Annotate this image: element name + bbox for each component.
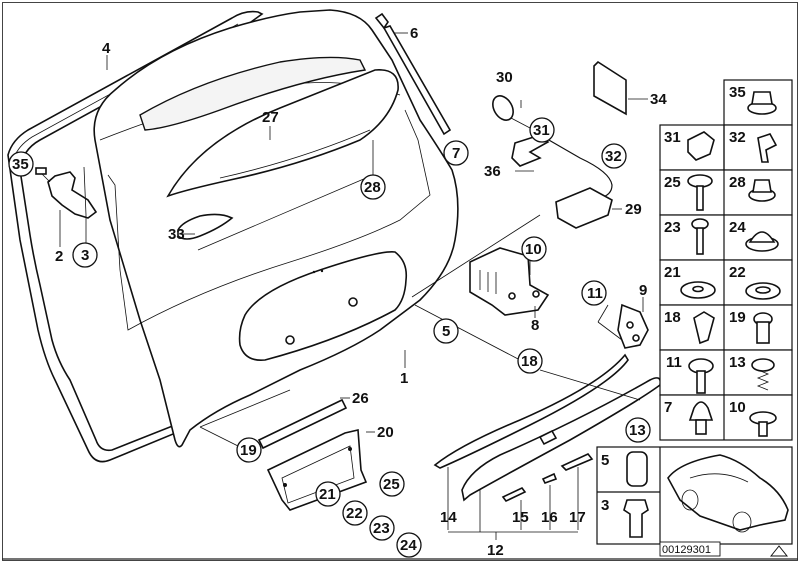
callout-21: 21 (319, 486, 336, 503)
callout-19: 19 (240, 442, 257, 459)
cap-icon (745, 231, 779, 252)
callout-18: 18 (521, 353, 538, 370)
callout-9: 9 (639, 282, 647, 299)
grid-label-5: 5 (601, 452, 609, 469)
grid-label-10: 10 (729, 399, 746, 416)
grid-label-31: 31 (664, 129, 681, 146)
callout-8: 8 (531, 317, 539, 334)
screw-icon (749, 411, 777, 437)
callout-15: 15 (512, 509, 529, 526)
grid-label-25: 25 (664, 174, 681, 191)
fastener-grid (659, 79, 793, 441)
grid-label-24: 24 (729, 219, 746, 236)
grid-label-11: 11 (666, 354, 682, 371)
grommet-icon (753, 312, 773, 344)
document-number-box (659, 541, 721, 557)
callout-labels: 4 35 2 3 27 28 33 6 7 30 31 32 34 36 29 … (12, 25, 667, 559)
washer-icon (680, 281, 716, 299)
callout-12: 12 (487, 542, 504, 559)
callout-10: 10 (525, 241, 542, 258)
triangle-icon (769, 545, 789, 557)
grid-label-19: 19 (729, 309, 746, 326)
screw-icon (691, 218, 709, 255)
clip-icon (687, 131, 715, 161)
callout-23: 23 (373, 520, 390, 537)
bolt-icon (623, 499, 649, 538)
leader-lines (59, 32, 648, 540)
callout-33: 33 (168, 226, 185, 243)
lock-8 (469, 247, 550, 316)
callout-36: 36 (484, 163, 501, 180)
clip-icon (757, 133, 778, 163)
callout-20: 20 (377, 424, 394, 441)
callout-2: 2 (55, 248, 63, 265)
grid-label-21: 21 (664, 264, 681, 281)
screw-icon (751, 358, 775, 391)
cable-assembly (492, 95, 613, 229)
callout-34: 34 (650, 91, 667, 108)
callout-29: 29 (625, 201, 642, 218)
grid-label-35: 35 (729, 84, 746, 101)
callout-28: 28 (364, 179, 381, 196)
callout-17: 17 (569, 509, 586, 526)
callout-31: 31 (533, 122, 550, 139)
callout-25: 25 (383, 476, 400, 493)
car-silhouette-icon (667, 454, 789, 533)
callout-3: 3 (81, 247, 89, 264)
cap-nut-icon (626, 451, 648, 487)
small-parts-15-17 (501, 453, 594, 503)
callout-14: 14 (440, 509, 457, 526)
grid-label-23: 23 (664, 219, 681, 236)
washer-icon (745, 282, 781, 300)
callout-16: 16 (541, 509, 558, 526)
callout-4: 4 (102, 40, 111, 57)
document-number: 00129301 (662, 544, 711, 556)
screw-icon (687, 174, 713, 211)
grid-label-13: 13 (729, 354, 746, 371)
nut-icon (688, 401, 714, 435)
lower-grid (596, 446, 793, 545)
callout-13: 13 (629, 422, 646, 439)
callout-11: 11 (587, 285, 603, 302)
callout-1: 1 (400, 370, 408, 387)
callout-27: 27 (262, 109, 279, 126)
callout-5: 5 (442, 323, 450, 340)
callout-circles (8, 117, 651, 558)
grid-label-28: 28 (729, 174, 746, 191)
pad-34 (593, 60, 627, 116)
grid-label-18: 18 (664, 309, 681, 326)
screw-icon (688, 358, 714, 394)
callout-24: 24 (400, 537, 417, 554)
grid-label-7: 7 (664, 399, 672, 416)
callout-26: 26 (352, 390, 369, 407)
callout-30: 30 (496, 69, 513, 86)
grid-label-32: 32 (729, 129, 746, 146)
tailgate-panel (93, 9, 459, 448)
callout-6: 6 (410, 25, 418, 42)
license-plate-bracket (257, 398, 368, 511)
nut-icon (748, 179, 776, 202)
callout-32: 32 (605, 148, 622, 165)
callout-7: 7 (452, 145, 460, 162)
grid-label-22: 22 (729, 264, 746, 281)
striker-9 (617, 303, 649, 349)
panel-33 (177, 213, 234, 240)
callout-22: 22 (346, 505, 363, 522)
grid-labels: 35 31 32 25 28 23 24 21 22 18 19 11 13 7… (601, 84, 746, 514)
hinge (35, 167, 98, 219)
grid-label-3: 3 (601, 497, 609, 514)
nut-icon (747, 91, 777, 115)
clip-nut-icon (693, 311, 715, 345)
gas-strut (374, 12, 452, 136)
callout-35: 35 (12, 156, 29, 173)
